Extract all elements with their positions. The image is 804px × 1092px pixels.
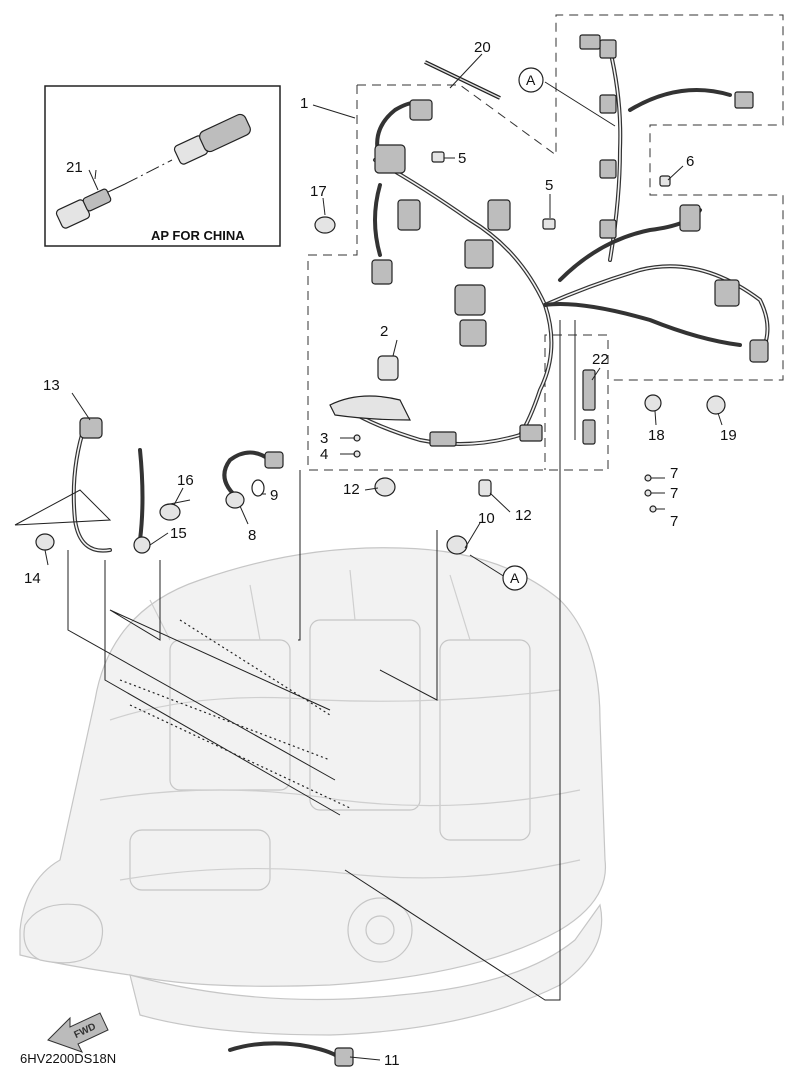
wiring-harness-illustration — [329, 34, 770, 447]
diagram-code: 6HV2200DS18N — [20, 1051, 116, 1066]
engine-ghost-illustration — [19, 547, 607, 1036]
part-label-19: 19 — [720, 427, 737, 444]
svg-text:A: A — [526, 72, 536, 88]
part-label-1: 1 — [300, 95, 308, 112]
part-label-7b: 7 — [670, 485, 678, 502]
part-label-17: 17 — [310, 183, 327, 200]
part-label-21: 21 — [66, 159, 83, 176]
part-label-12-left: 12 — [343, 481, 360, 498]
part-label-14: 14 — [24, 570, 41, 587]
part-label-22: 22 — [592, 351, 609, 368]
part-label-6: 6 — [686, 153, 694, 170]
left-cables-icon — [35, 417, 181, 554]
part-label-7a: 7 — [670, 465, 678, 482]
cable-11-icon — [228, 1041, 354, 1067]
part-label-16: 16 — [177, 472, 194, 489]
small-parts-icons — [314, 151, 726, 555]
part-label-11: 11 — [384, 1052, 400, 1069]
connector-plug-icon — [94, 113, 251, 180]
callout-a-top: A — [518, 67, 544, 93]
part-label-4: 4 — [320, 446, 328, 463]
part-label-18: 18 — [648, 427, 665, 444]
fwd-arrow-icon: FWD — [47, 1012, 109, 1053]
part-label-7c: 7 — [670, 513, 678, 530]
part-label-15: 15 — [170, 525, 187, 542]
cable-tie-20-icon — [424, 60, 501, 100]
part-label-12-right: 12 — [515, 507, 532, 524]
svg-text:A: A — [510, 570, 520, 586]
part-label-5-top: 5 — [458, 150, 466, 167]
part-label-5-mid: 5 — [545, 177, 553, 194]
inset-label: AP FOR CHINA — [151, 228, 245, 243]
part-label-3: 3 — [320, 430, 328, 447]
leader-lines — [14, 53, 723, 1061]
part-label-10: 10 — [478, 510, 495, 527]
part-label-8: 8 — [248, 527, 256, 544]
part-label-13: 13 — [43, 377, 60, 394]
callout-a-bottom: A — [502, 565, 528, 591]
harness-group-boundary — [307, 85, 609, 471]
part-label-2: 2 — [380, 323, 388, 340]
cable-8-9-icon — [222, 450, 284, 509]
part-numbers: 1 2 3 4 5 5 6 7 7 7 8 9 10 11 12 12 13 1… — [24, 39, 737, 1069]
part-label-20: 20 — [474, 39, 491, 56]
part-label-9: 9 — [270, 487, 278, 504]
connector-21-icon — [55, 183, 126, 229]
inset-box-china: 21 AP FOR CHINA — [44, 85, 281, 247]
